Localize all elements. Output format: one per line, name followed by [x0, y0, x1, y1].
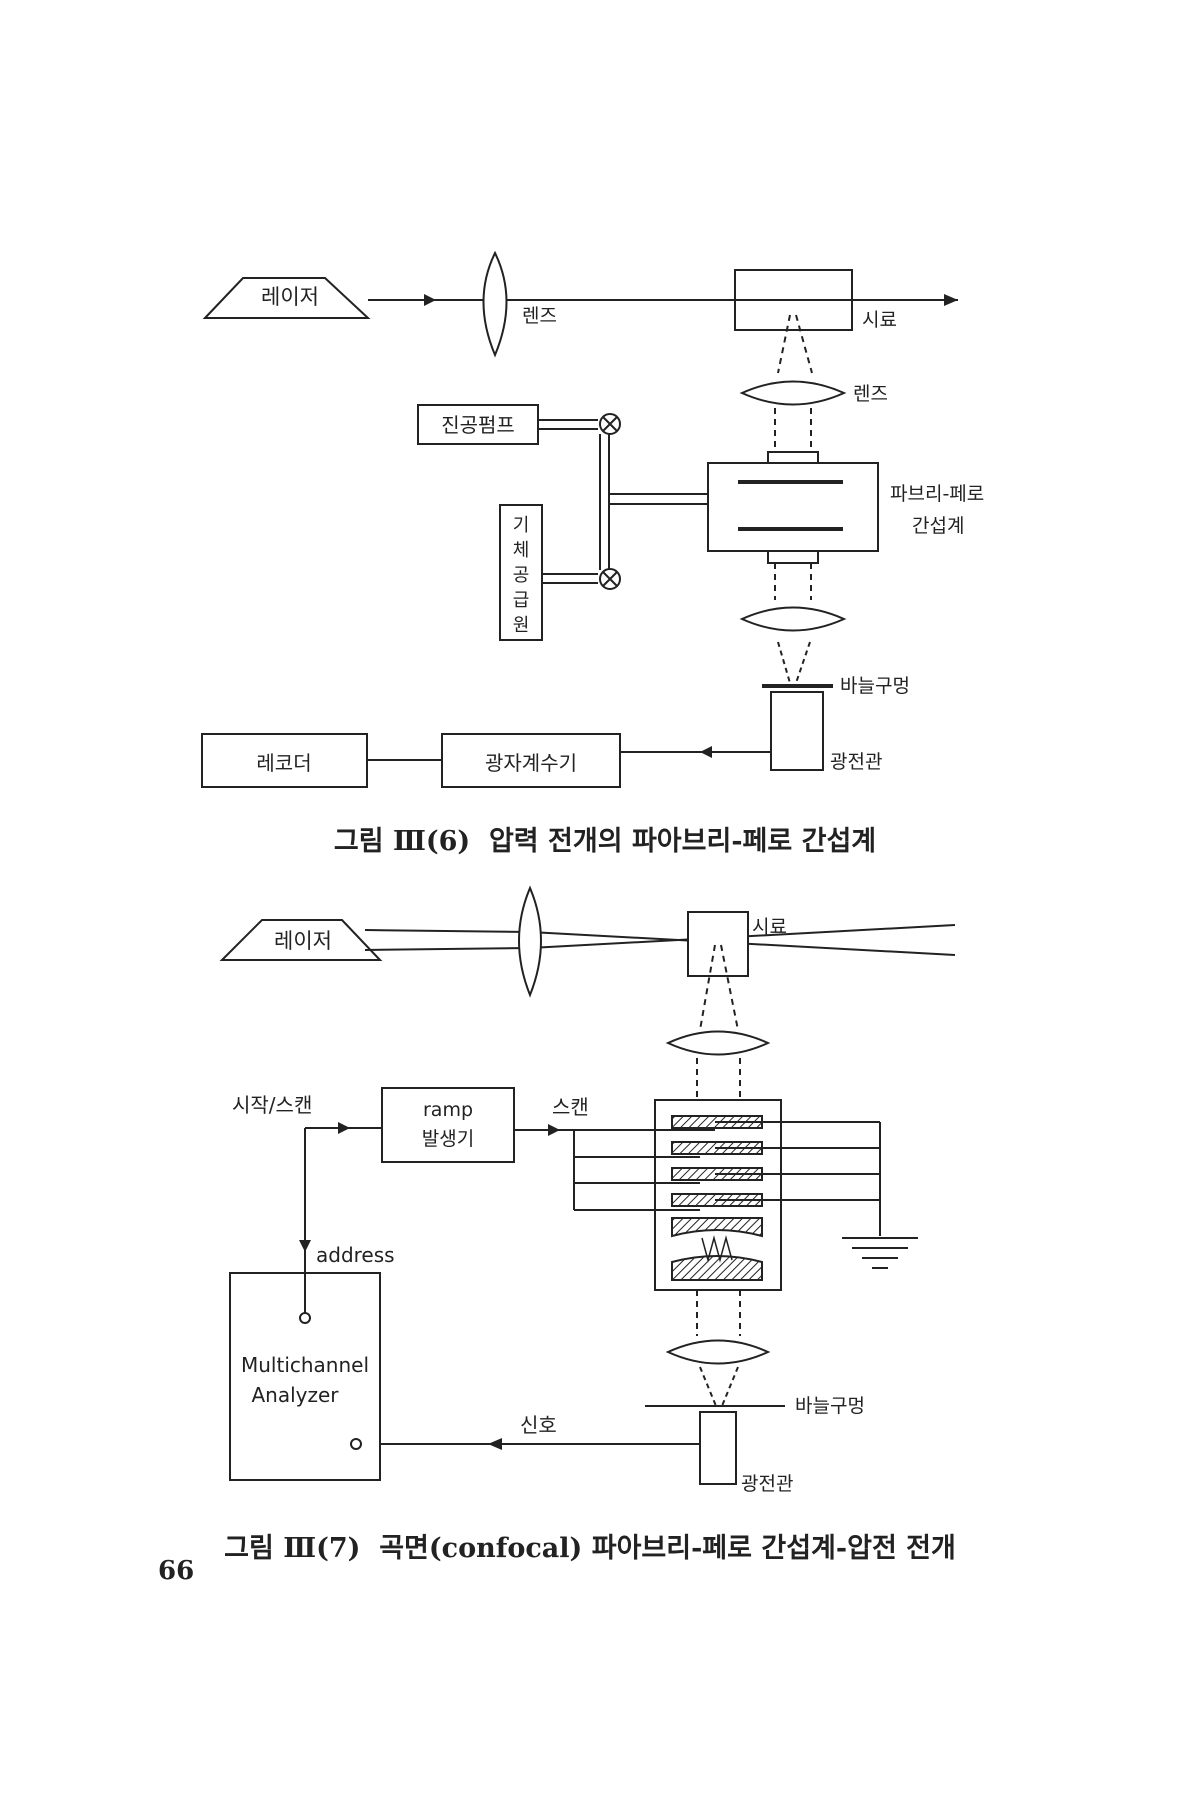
signal-label: 신호: [520, 1413, 557, 1437]
scatter-ray-right-7: [720, 944, 739, 1031]
focus-ray-left: [777, 641, 791, 684]
figure-7: 레이저 시료: [219, 885, 956, 1495]
pinhole-label: 바늘구멍: [840, 675, 910, 697]
valve-lower: [599, 568, 621, 590]
photomultiplier: [770, 691, 824, 771]
gas-piping: [538, 419, 708, 584]
mca-label-line1: Multichannel: [241, 1353, 369, 1377]
signal-arrow-6: [700, 746, 712, 758]
gas-supply-char-4: 급: [513, 590, 530, 611]
signal-arrow-7: [488, 1438, 502, 1450]
laser-source: [202, 277, 371, 319]
confocal-mirror-lower: [671, 1255, 763, 1281]
sample-cell: [734, 269, 853, 331]
ramp-label-line1: ramp: [423, 1099, 473, 1121]
fp-label-line1: 파브리-페로: [890, 483, 984, 505]
cavity-zigzag: [701, 1235, 733, 1263]
mca-address-port: [299, 1312, 311, 1324]
scatter-ray-left-7: [699, 944, 716, 1031]
photomultiplier-label: 광전관: [830, 751, 882, 773]
valve-upper: [599, 413, 621, 435]
scan-arrow: [548, 1124, 560, 1136]
photon-counter-label: 광자계수기: [485, 751, 577, 775]
focus-ray-left-7: [699, 1366, 717, 1407]
beam-arrow-2: [944, 294, 958, 306]
sample-label-7: 시료: [752, 916, 787, 938]
laser-label: 레이저: [261, 285, 319, 309]
mca-signal-port: [350, 1438, 362, 1450]
gas-supply-char-5: 원: [513, 615, 530, 636]
address-label: address: [316, 1243, 395, 1267]
beam-arrow-1: [424, 294, 436, 306]
figure-7-caption: 그림 Ⅲ(7) 곡면(confocal) 파아브리-페로 간섭계-압전 전개: [224, 1533, 956, 1564]
photomultiplier-7: [699, 1411, 737, 1485]
lens-7-2: [665, 1030, 771, 1056]
address-arrow: [299, 1240, 311, 1252]
ground-icon: [842, 1237, 918, 1269]
mca-label-line2: Analyzer: [251, 1383, 339, 1407]
focus-ray-right: [795, 641, 811, 684]
pinhole-label-7: 바늘구멍: [795, 1395, 865, 1417]
lens-3: [739, 606, 847, 632]
gas-supply-char-2: 체: [513, 540, 530, 561]
lens-7-3: [665, 1339, 771, 1365]
photomultiplier-label-7: 광전관: [741, 1473, 793, 1495]
fabry-perot-housing: [707, 462, 879, 552]
fp-window-bottom: [767, 550, 819, 564]
page-number: 66: [158, 1556, 195, 1586]
beam-in-upper: [364, 929, 531, 933]
beam-in-lower: [364, 947, 531, 951]
recorder-label: 레코더: [256, 751, 311, 775]
lens-1-label: 렌즈: [522, 305, 557, 327]
fp-label-line2: 간섭계: [912, 515, 964, 537]
figure-6-caption: 그림 Ⅲ(6) 압력 전개의 파아브리-페로 간섭계: [334, 826, 876, 857]
ramp-label-line2: 발생기: [422, 1128, 474, 1150]
recorder: [201, 733, 368, 788]
laser-source-7: [219, 919, 383, 961]
confocal-mirror-upper: [671, 1217, 763, 1238]
gas-supply: [499, 504, 543, 641]
lens-2: [739, 380, 847, 406]
gas-supply-char-3: 공: [513, 565, 530, 586]
ramp-generator: [381, 1087, 515, 1163]
vacuum-pump-label: 진공펌프: [441, 413, 515, 437]
lens-7-1: [518, 885, 542, 998]
scatter-ray-right: [795, 314, 813, 374]
gas-supply-char-1: 기: [513, 515, 530, 536]
figure-6: 레이저 렌즈 시료 렌즈 파브리-페로 간섭계: [201, 250, 984, 788]
sample-cell-7: [687, 911, 749, 977]
scatter-ray-left: [777, 314, 791, 374]
lens-1: [482, 250, 508, 358]
start-scan-label: 시작/스캔: [232, 1093, 312, 1117]
lens-2-label: 렌즈: [853, 383, 888, 405]
laser-label-7: 레이저: [274, 929, 332, 953]
sample-label: 시료: [862, 309, 897, 331]
vacuum-pump: [417, 404, 539, 445]
focus-ray-right-7: [721, 1366, 739, 1407]
start-scan-arrow: [338, 1122, 350, 1134]
scan-label: 스캔: [552, 1095, 589, 1119]
